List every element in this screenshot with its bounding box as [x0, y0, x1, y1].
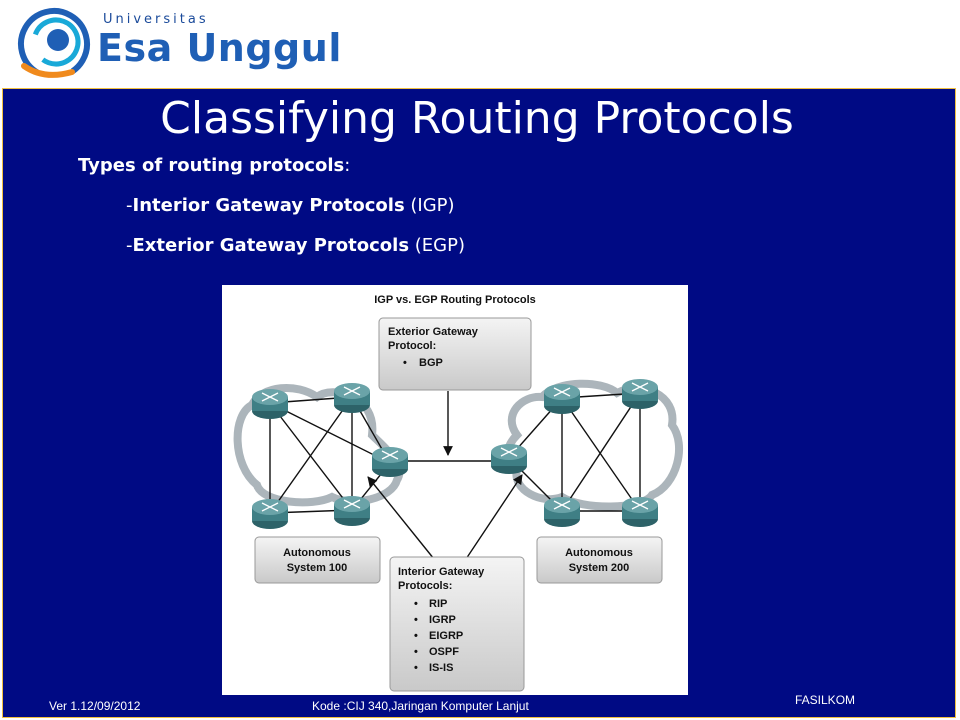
item-rest: (IGP) [404, 195, 455, 216]
igp-item: IGRP [429, 614, 456, 626]
footer-faculty: FASILKOM [795, 693, 856, 707]
list-item: -Exterior Gateway Protocols (EGP) [126, 235, 465, 256]
igp-label-box: Interior Gateway Protocols: • RIP • IGRP… [389, 556, 525, 692]
igp-egp-diagram: IGP vs. EGP Routing Protocols [222, 285, 688, 695]
router-icon [622, 379, 658, 409]
igp-line2: Protocols: [398, 580, 452, 592]
router-icon [252, 389, 288, 419]
router-icon [544, 384, 580, 414]
router-icon [334, 383, 370, 413]
igp-arrow-right [465, 474, 523, 560]
egp-label-box: Exterior Gateway Protocol: • BGP [378, 317, 532, 391]
egp-bullet: • [403, 357, 407, 369]
as200-line2: System 200 [569, 562, 630, 574]
egp-item: BGP [419, 357, 443, 369]
logo-name: Esa Unggul [97, 26, 342, 70]
as200-label-box: Autonomous System 200 [536, 536, 663, 584]
routers [252, 379, 658, 529]
logo-university-word: Universitas [103, 12, 209, 27]
item-bold: Interior Gateway Protocols [132, 195, 405, 216]
igp-item: OSPF [429, 646, 459, 658]
as200-line1: Autonomous [565, 547, 633, 559]
university-logo-icon [18, 8, 90, 80]
diagram-title: IGP vs. EGP Routing Protocols [374, 294, 536, 306]
header: Universitas Esa Unggul [0, 0, 960, 88]
igp-bullet: • [414, 598, 418, 610]
diagram-svg: IGP vs. EGP Routing Protocols [233, 294, 684, 692]
router-icon [491, 444, 527, 474]
igp-item: IS-IS [429, 662, 453, 674]
igp-bullet: • [414, 662, 418, 674]
router-icon [334, 496, 370, 526]
igp-line1: Interior Gateway [398, 566, 485, 578]
igp-bullet: • [414, 646, 418, 658]
igp-arrow-left [367, 476, 435, 560]
router-icon [544, 497, 580, 527]
footer-course: Kode :CIJ 340,Jaringan Komputer Lanjut [312, 699, 529, 713]
as100-line2: System 100 [287, 562, 348, 574]
intro-bold: Types of routing protocols [78, 155, 345, 176]
igp-bullet: • [414, 614, 418, 626]
router-icon [372, 447, 408, 477]
item-dash: - [126, 235, 133, 256]
egp-line2: Protocol: [388, 340, 436, 352]
igp-bullet: • [414, 630, 418, 642]
router-icon [252, 499, 288, 529]
as100-label-box: Autonomous System 100 [254, 536, 381, 584]
footer-version: Ver 1.12/09/2012 [49, 699, 141, 713]
as100-line1: Autonomous [283, 547, 351, 559]
egp-line1: Exterior Gateway [388, 326, 479, 338]
router-icon [622, 497, 658, 527]
item-bold: Exterior Gateway Protocols [132, 235, 410, 256]
igp-item: EIGRP [429, 630, 463, 642]
slide-title: Classifying Routing Protocols [160, 93, 794, 144]
item-rest: (EGP) [409, 235, 466, 256]
intro-rest: : [344, 155, 351, 176]
intro-line: Types of routing protocols: [78, 155, 350, 176]
igp-item: RIP [429, 598, 447, 610]
list-item: -Interior Gateway Protocols (IGP) [126, 195, 455, 216]
item-dash: - [126, 195, 133, 216]
